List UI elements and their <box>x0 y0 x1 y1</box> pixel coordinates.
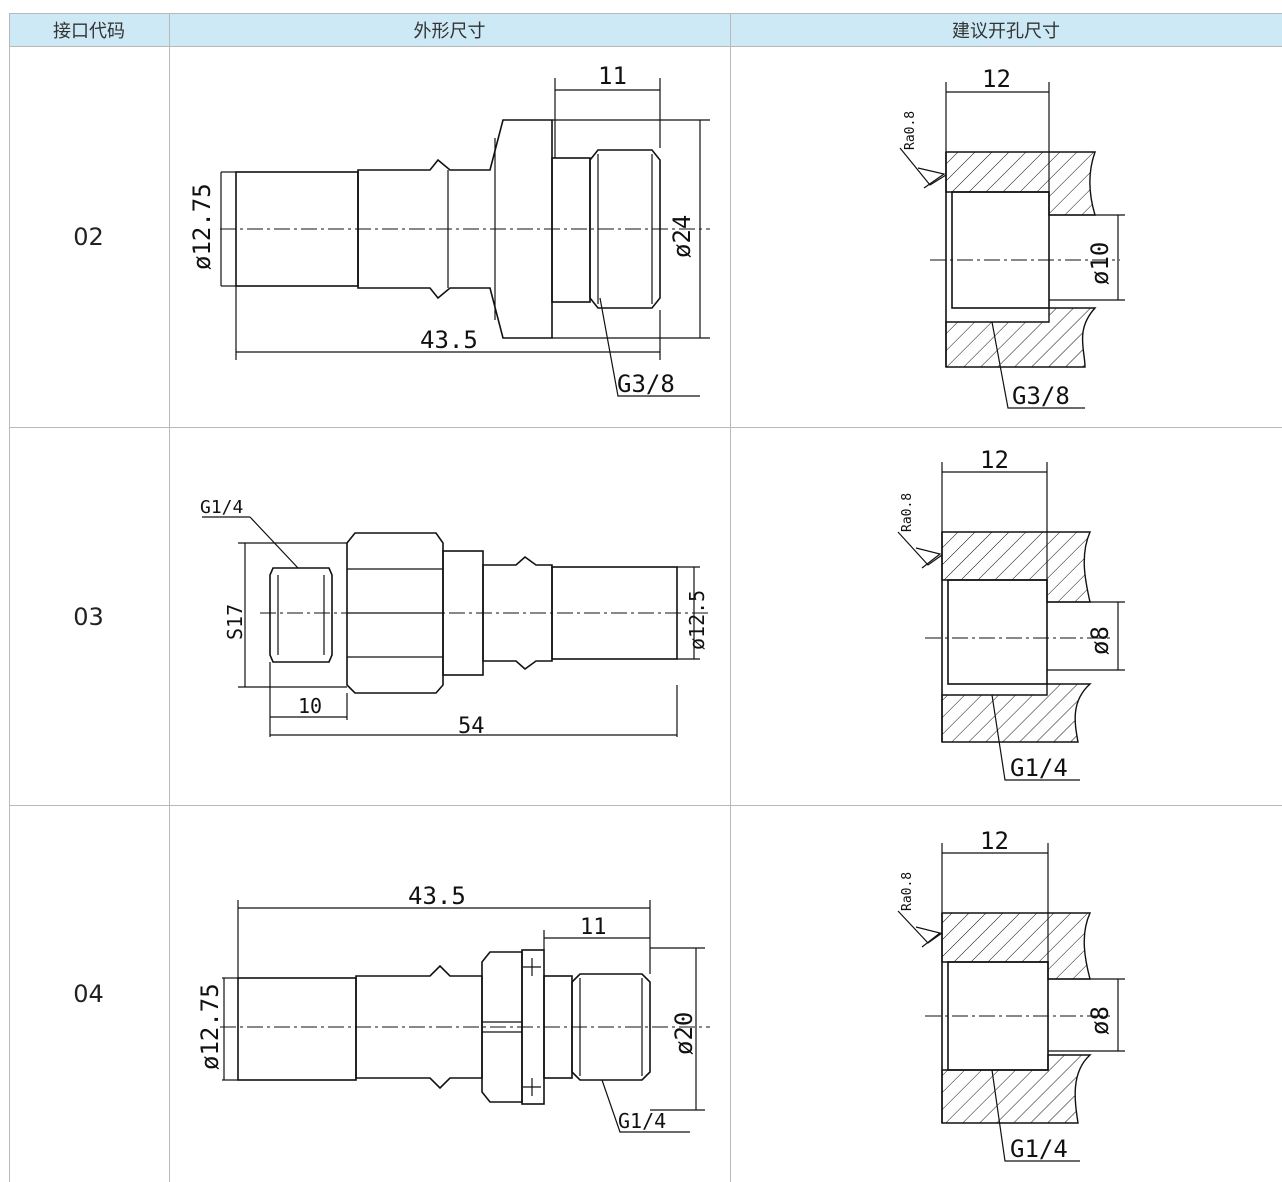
dim-top-02: 11 <box>598 62 627 90</box>
hole-drawing-03: 12 Ra0.8 ø8 G1/4 <box>897 446 1125 782</box>
dim-short-03: 10 <box>298 694 322 718</box>
grid-line <box>169 13 170 1182</box>
dim-dia-right-03: ø12.5 <box>685 590 709 650</box>
hole-drawing-02: 12 Ra0.8 ø10 G3/8 <box>899 65 1125 410</box>
hole-roughness-03: Ra0.8 <box>900 493 915 532</box>
hole-thread-03: G1/4 <box>1010 754 1068 782</box>
dim-len-02: 43.5 <box>420 326 478 354</box>
hole-roughness-04: Ra0.8 <box>900 872 915 911</box>
header-suggested-hole-size: 建议开孔尺寸 <box>730 13 1282 47</box>
dim-dia-right-02: ø24 <box>668 215 696 258</box>
grid-line <box>9 13 10 1182</box>
outline-drawing-04: 43.5 11 ø12.75 ø20 G1/4 <box>196 882 710 1133</box>
grid-line <box>9 427 1282 428</box>
thread-03: G1/4 <box>200 497 243 518</box>
spec-table: 接口代码 外形尺寸 建议开孔尺寸 02 03 04 <box>9 13 1282 1182</box>
outline-drawing-03: G1/4 S17 ø12.5 10 54 <box>200 497 710 739</box>
thread-02: G3/8 <box>617 370 675 398</box>
interface-code-04: 04 <box>73 980 104 1008</box>
grid-line <box>730 13 731 1182</box>
dim-dia-left-02: ø12.75 <box>188 183 216 270</box>
hole-dia-03: ø8 <box>1086 626 1114 655</box>
dim-dia-left-04: ø12.75 <box>196 983 224 1070</box>
hole-drawing-04: 12 Ra0.8 ø8 G1/4 <box>897 827 1125 1163</box>
dim-dia-right-04: ø20 <box>670 1012 698 1055</box>
thread-04: G1/4 <box>618 1109 666 1133</box>
dim-top-04: 11 <box>580 915 607 940</box>
hole-depth-03: 12 <box>980 446 1009 474</box>
hole-depth-04: 12 <box>980 827 1009 855</box>
hole-thread-04: G1/4 <box>1010 1135 1068 1163</box>
header-outline-dimensions: 外形尺寸 <box>169 13 730 47</box>
hole-dia-02: ø10 <box>1086 242 1114 285</box>
hex-size-03: S17 <box>223 604 247 640</box>
interface-code-02: 02 <box>73 223 104 251</box>
interface-code-03: 03 <box>73 602 104 631</box>
hole-roughness-02: Ra0.8 <box>903 111 918 150</box>
header-interface-code: 接口代码 <box>9 13 169 47</box>
dim-len-03: 54 <box>458 714 485 739</box>
grid-line <box>9 805 1282 806</box>
hole-thread-02: G3/8 <box>1012 382 1070 410</box>
hole-dia-04: ø8 <box>1086 1006 1114 1035</box>
dim-len-04: 43.5 <box>408 882 466 910</box>
outline-drawing-02: 11 ø12.75 ø24 43.5 G3/8 <box>188 62 710 398</box>
hole-depth-02: 12 <box>982 65 1011 93</box>
